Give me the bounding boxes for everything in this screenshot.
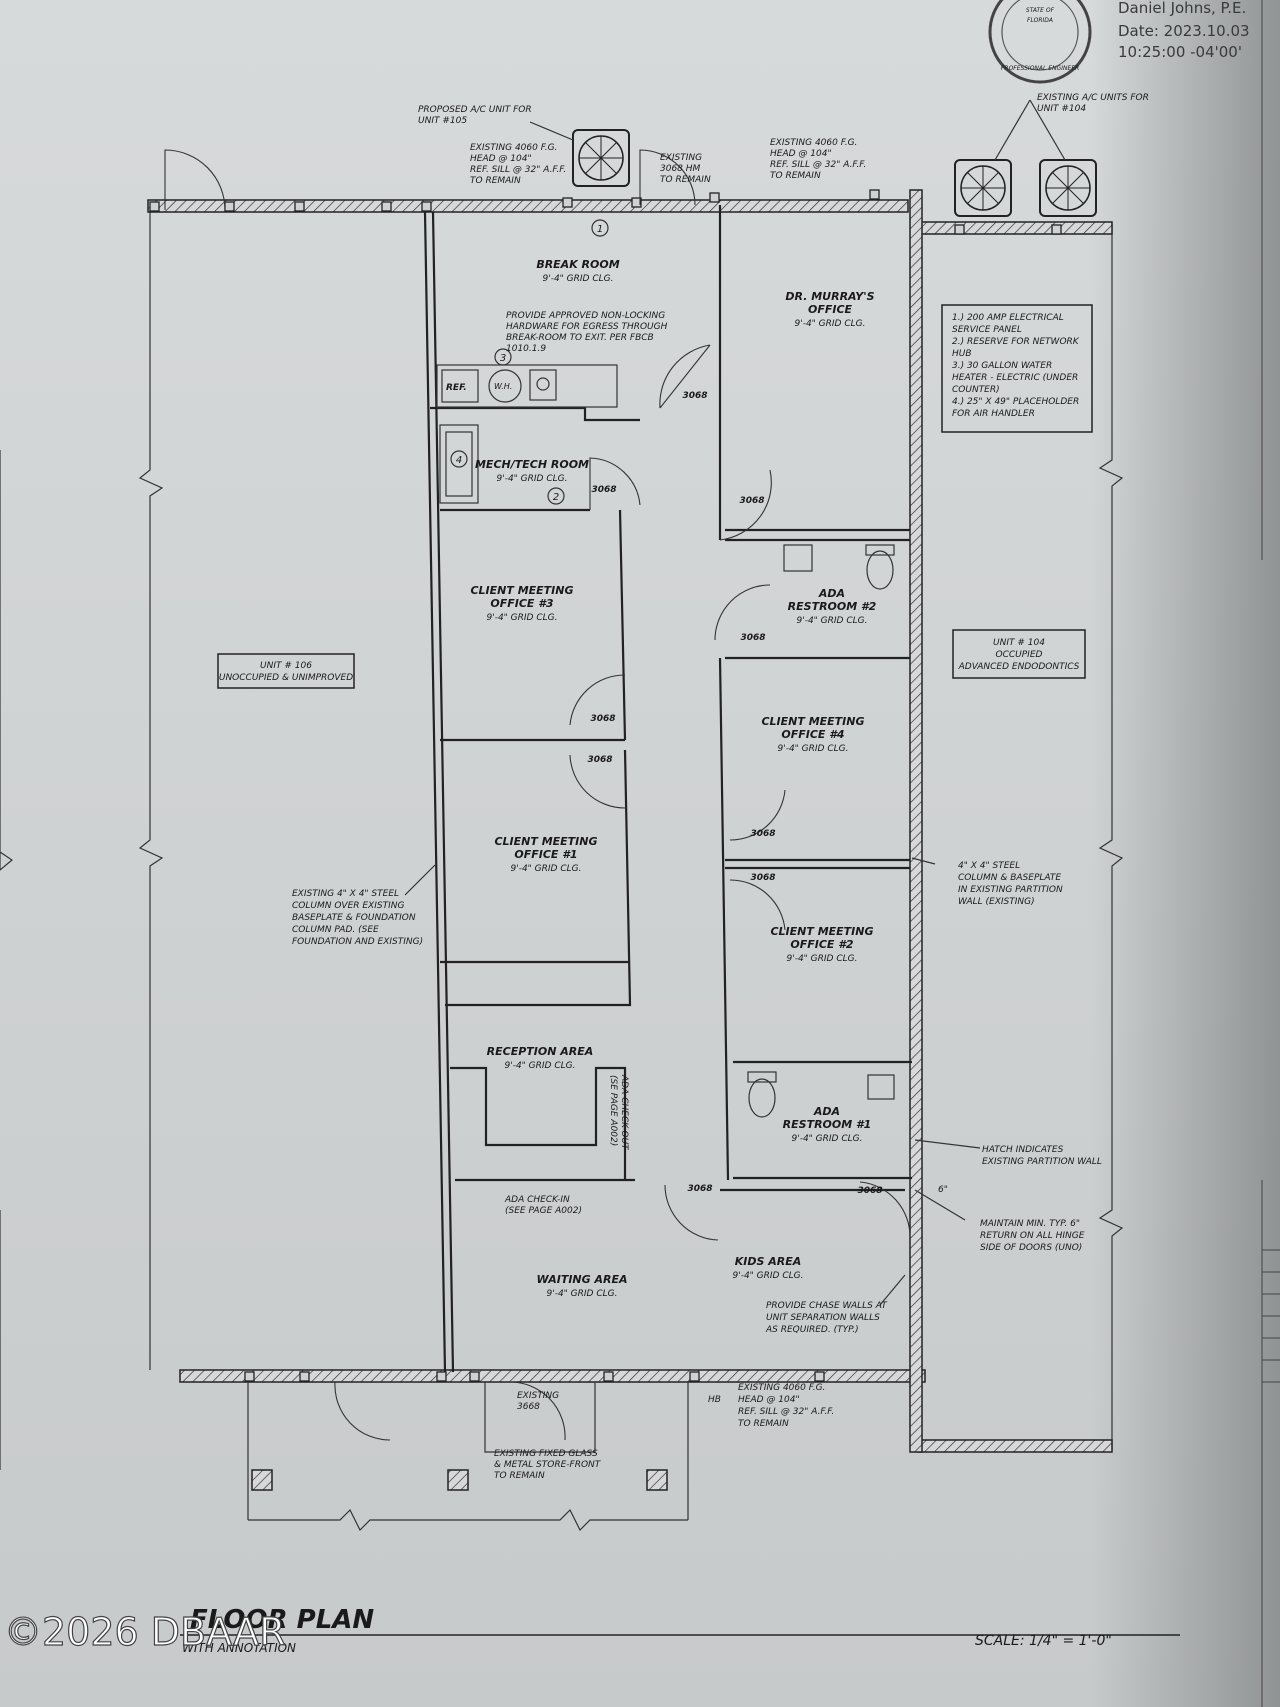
ac-unit-proposed — [572, 129, 630, 187]
tag-1: 1 — [597, 224, 603, 235]
room-ceiling-mech: 9'-4" GRID CLG. — [497, 474, 568, 484]
door-tag-6: 3068 — [750, 829, 775, 839]
room-ceiling-office4: 9'-4" GRID CLG. — [778, 744, 849, 754]
plan-subtitle: WITH ANNOTATION — [182, 1641, 296, 1655]
room-name-break_room: BREAK ROOM — [536, 258, 619, 271]
callout-window-right: EXISTING 4060 F.G.HEAD @ 104"REF. SILL @… — [770, 138, 866, 181]
unit-104-box — [952, 629, 1086, 679]
ac-unit-existing-1 — [954, 159, 1012, 217]
room-ceiling-office2: 9'-4" GRID CLG. — [787, 954, 858, 964]
callout-return-note: MAINTAIN MIN. TYP. 6"RETURN ON ALL HINGE… — [980, 1219, 1085, 1253]
tag-3: 3 — [500, 353, 506, 364]
callout-ada-checkin: ADA CHECK-IN(SEE PAGE A002) — [504, 1195, 582, 1216]
door-tag-4: 3068 — [590, 714, 615, 724]
door-tag-8: 3068 — [687, 1184, 712, 1194]
notes-box — [941, 304, 1093, 433]
break-lines — [0, 210, 1124, 1532]
page-shadow — [1090, 0, 1280, 1707]
top-exterior-wall — [147, 189, 1113, 1453]
signer-name: Daniel Johns, P.E. — [1118, 0, 1246, 17]
room-name-waiting: WAITING AREA — [536, 1273, 627, 1286]
seal-line-3: PROFESSIONAL ENGINEER — [1001, 65, 1079, 72]
right-edge-table — [1261, 0, 1280, 1707]
door-tag-1: 3068 — [591, 485, 616, 495]
room-name-reception: RECEPTION AREA — [487, 1045, 594, 1058]
storefront-outline — [247, 1382, 689, 1520]
fixture-tags — [450, 219, 609, 505]
leader-lines — [404, 99, 1066, 1306]
callout-window-bottom: EXISTING 4060 F.G.HEAD @ 104"REF. SILL @… — [738, 1383, 834, 1429]
tag-2: 2 — [553, 492, 559, 503]
plan-scale: SCALE: 1/4" = 1'-0" — [975, 1633, 1112, 1649]
ref-label: REF. — [446, 383, 467, 393]
door-tag-0: 3068 — [682, 391, 707, 401]
room-ceiling-kids: 9'-4" GRID CLG. — [733, 1271, 804, 1281]
room-ceiling-restroom1: 9'-4" GRID CLG. — [792, 1134, 863, 1144]
wh-label: W.H. — [494, 382, 512, 391]
signature-time: 10:25:00 -04'00' — [1118, 43, 1242, 61]
unit-106-box — [217, 653, 355, 689]
callout-ada-checkout: ADA CHECK-OUT(SE PAGE A002) — [608, 1074, 629, 1151]
seal-line-1: STATE OF — [1026, 7, 1055, 14]
callout-return-dim: 6" — [938, 1185, 948, 1195]
plan-title: FLOOR PLAN — [190, 1605, 374, 1635]
room-name-kids: KIDS AREA — [735, 1255, 802, 1268]
interior-walls — [423, 205, 912, 1373]
door-swings — [164, 149, 911, 1441]
seal-line-2: FLORIDA — [1027, 17, 1053, 24]
door-tag-5: 3068 — [587, 755, 612, 765]
ac-unit-existing-2 — [1039, 159, 1097, 217]
storefront-columns — [251, 1469, 668, 1491]
column-markers — [149, 189, 1062, 1382]
room-ceiling-break_room: 9'-4" GRID CLG. — [543, 274, 614, 284]
door-tag-3: 3068 — [740, 633, 765, 643]
watermark: ©2026 DBAAR — [4, 1610, 286, 1654]
room-ceiling-office1: 9'-4" GRID CLG. — [511, 864, 582, 874]
callout-window-left: EXISTING 4060 F.G.HEAD @ 104"REF. SILL @… — [470, 143, 566, 186]
room-ceiling-office3: 9'-4" GRID CLG. — [487, 613, 558, 623]
room-ceiling-restroom2: 9'-4" GRID CLG. — [797, 616, 868, 626]
door-tag-7: 3068 — [750, 873, 775, 883]
callout-hb: HB — [708, 1395, 721, 1405]
door-tag-9: 3068 — [857, 1186, 882, 1196]
room-ceiling-reception: 9'-4" GRID CLG. — [505, 1061, 576, 1071]
room-name-mech: MECH/TECH ROOM — [475, 458, 589, 471]
room-ceiling-waiting: 9'-4" GRID CLG. — [547, 1289, 618, 1299]
signature-date: Date: 2023.10.03 — [1118, 22, 1250, 40]
door-tag-2: 3068 — [739, 496, 764, 506]
room-ceiling-murray: 9'-4" GRID CLG. — [795, 319, 866, 329]
engineer-seal: STATE OF FLORIDA PROFESSIONAL ENGINEER — [988, 0, 1092, 84]
tag-4: 4 — [456, 455, 462, 466]
fixtures — [436, 364, 895, 1118]
